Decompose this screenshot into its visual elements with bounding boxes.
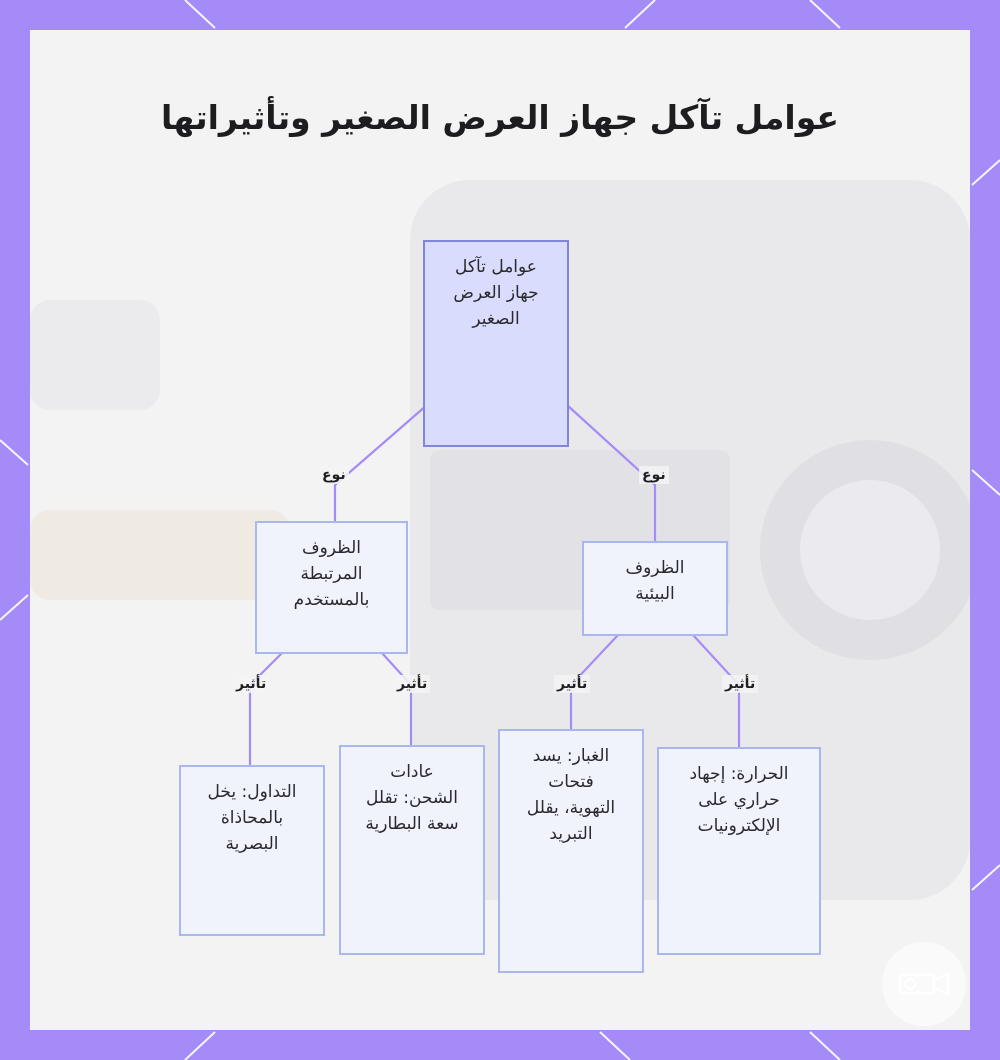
edge-label-type-left: نوع bbox=[319, 466, 349, 484]
node-root: عوامل تآكل جهاز العرض الصغير bbox=[423, 240, 569, 447]
edge-label-effect-3: تأثير bbox=[554, 675, 591, 693]
edge-label-effect-2: تأثير bbox=[394, 675, 431, 693]
node-user-conditions: الظروف المرتبطة بالمستخدم bbox=[255, 521, 408, 654]
diagram-title: عوامل تآكل جهاز العرض الصغير وتأثيراتها bbox=[161, 98, 839, 137]
node-handling: التداول: يخل بالمحاذاة البصرية bbox=[179, 765, 325, 936]
node-root-label: عوامل تآكل جهاز العرض الصغير bbox=[453, 257, 539, 329]
node-env-conditions: الظروف البيئية bbox=[582, 541, 728, 636]
watermark-logo-icon bbox=[882, 942, 966, 1026]
node-dust-label: الغبار: يسد فتحات التهوية، يقلل التبريد bbox=[526, 746, 616, 844]
node-env-conditions-label: الظروف البيئية bbox=[625, 558, 685, 604]
edge-label-effect-4: تأثير bbox=[722, 675, 759, 693]
edge-user-charging bbox=[381, 652, 413, 746]
edge-label-type-right: نوع bbox=[639, 466, 669, 484]
node-dust: الغبار: يسد فتحات التهوية، يقلل التبريد bbox=[498, 729, 644, 973]
node-charging-label: عادات الشحن: تقلل سعة البطارية bbox=[365, 762, 459, 834]
edge-label-effect-1: تأثير bbox=[233, 675, 270, 693]
node-charging: عادات الشحن: تقلل سعة البطارية bbox=[339, 745, 485, 955]
node-user-conditions-label: الظروف المرتبطة بالمستخدم bbox=[293, 538, 370, 610]
node-heat: الحرارة: إجهاد حراري على الإلكترونيات bbox=[657, 747, 821, 955]
node-heat-label: الحرارة: إجهاد حراري على الإلكترونيات bbox=[689, 764, 789, 836]
edge-user-handling bbox=[248, 652, 283, 766]
diagram-card: عوامل تآكل جهاز العرض الصغير وتأثيراتها … bbox=[30, 30, 970, 1030]
edge-root-env bbox=[566, 404, 657, 542]
edge-root-user bbox=[333, 404, 428, 522]
node-handling-label: التداول: يخل بالمحاذاة البصرية bbox=[207, 782, 297, 854]
